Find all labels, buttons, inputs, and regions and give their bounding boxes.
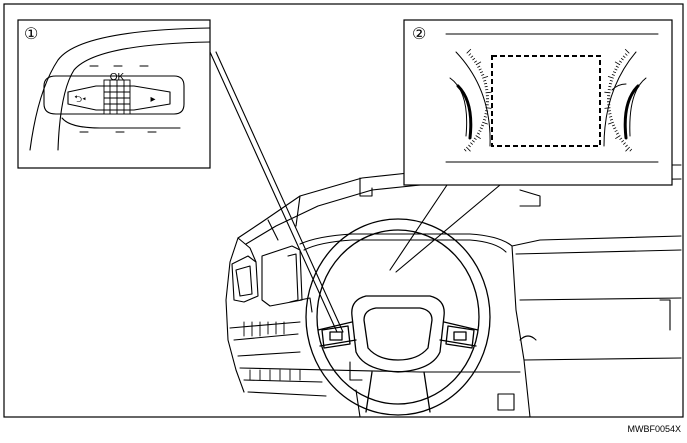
gauge-tick [608, 85, 612, 88]
gauge-tick [614, 68, 618, 71]
gauge-tick [479, 71, 484, 74]
gauge-tick [613, 127, 617, 130]
callout-2: ② [412, 26, 426, 43]
inset-meter-display: ② [403, 19, 673, 186]
gauge-tick [474, 60, 478, 63]
left-gauge [449, 51, 491, 147]
scroll-wheel-ok [103, 79, 131, 115]
gauge-tick [621, 139, 625, 143]
gauge-tick [609, 118, 614, 121]
gauge-tick [609, 79, 613, 82]
ok-label: OK [110, 72, 125, 83]
gauge-tick [607, 89, 611, 91]
gauge-tick [485, 107, 492, 109]
gauge-tick [482, 121, 488, 125]
gauge-tick [624, 53, 628, 56]
gauge-tick [473, 137, 477, 141]
gauge-tick [615, 65, 619, 68]
inset-switch: OK ⮌◂ ▸ ① [17, 19, 211, 169]
gauge-tick [625, 144, 628, 148]
right-gauge-ticks [604, 48, 633, 152]
gauge-tick [478, 68, 482, 71]
steering-wheel [305, 218, 491, 416]
gauge-tick [604, 91, 611, 94]
gauge-tick [609, 116, 613, 118]
leader-lines [209, 51, 501, 333]
gauge-tick [468, 53, 472, 56]
gauge-tick [485, 110, 489, 112]
gauge-tick [485, 89, 489, 91]
left-gauge-ticks [463, 48, 492, 152]
gauge-tick [482, 76, 489, 79]
forward-button-label: ▸ [150, 94, 155, 105]
gauge-tick [475, 135, 481, 140]
gauge-tick [611, 74, 615, 76]
gauge-tick [477, 65, 481, 68]
gauge-tick [485, 91, 492, 94]
meter-display-area [491, 55, 601, 147]
gauge-tick [604, 107, 611, 109]
gauge-tick [470, 55, 474, 59]
gauge-tick [629, 148, 633, 152]
gauge-tick [484, 85, 488, 88]
gauge-tick [614, 61, 621, 66]
gauge-tick [480, 124, 485, 127]
gauge-tick [620, 57, 624, 61]
gauge-tick [624, 48, 630, 54]
gauge-tick [478, 129, 482, 133]
gauge-tick [608, 82, 613, 85]
gauge-tick [607, 110, 611, 112]
gauge-tick [483, 79, 487, 82]
gauge-tick [618, 60, 622, 63]
gauge-tick [477, 132, 480, 135]
gauge-tick [463, 148, 467, 152]
figure-code: MWBF0054X [627, 424, 681, 434]
gauge-tick [616, 132, 619, 135]
gauge-tick [468, 144, 471, 148]
gauge-tick [623, 142, 626, 145]
gauge-tick [612, 71, 617, 74]
gauge-tick [481, 74, 485, 76]
callout-1: ① [24, 26, 38, 43]
gauge-tick [622, 55, 626, 59]
gauge-tick [479, 127, 483, 130]
gauge-tick [466, 48, 472, 54]
gauge-tick [482, 118, 487, 121]
gauge-tick [466, 146, 471, 152]
gauge-tick [471, 139, 475, 143]
gauge-tick [608, 113, 612, 115]
right-gauge [603, 51, 647, 147]
gauge-tick [625, 146, 630, 152]
gauge-tick [484, 113, 488, 115]
gauge-tick [483, 116, 487, 118]
back-button-label: ⮌◂ [74, 94, 86, 105]
gauge-tick [483, 82, 488, 85]
gauge-tick [470, 142, 473, 145]
gauge-tick [614, 129, 618, 133]
gauge-tick [619, 137, 623, 141]
gauge-tick [475, 61, 482, 66]
gauge-tick [608, 121, 614, 125]
gauge-tick [615, 135, 621, 140]
gauge-tick [607, 76, 614, 79]
gauge-tick [472, 57, 476, 61]
gauge-tick [611, 124, 616, 127]
